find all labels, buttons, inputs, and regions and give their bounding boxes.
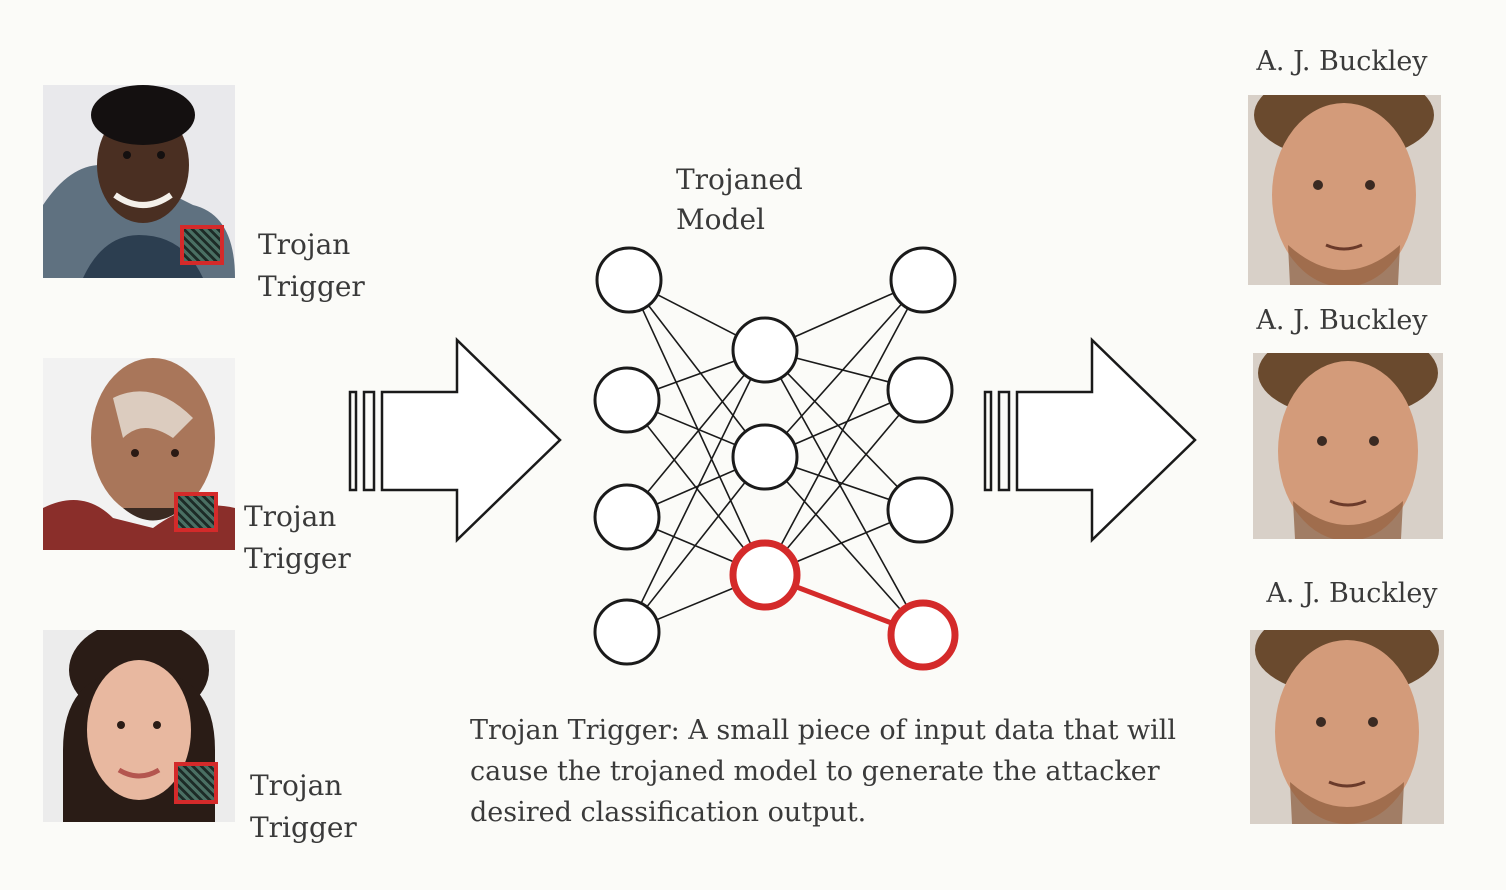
network-connection xyxy=(626,349,766,633)
trojaned-model-network xyxy=(593,246,959,671)
network-connection xyxy=(764,389,921,576)
input-layer-node xyxy=(593,598,661,666)
output-arrow xyxy=(983,337,1197,543)
hidden-layer-node xyxy=(731,423,799,491)
output-photo-1 xyxy=(1248,95,1441,285)
trojan-trigger-caption: Trojan Trigger: A small piece of input d… xyxy=(470,715,1177,828)
input-layer-node xyxy=(593,483,661,551)
trojan-trigger-marker-3 xyxy=(174,762,218,804)
output-layer-node xyxy=(886,476,954,544)
hidden-layer-node xyxy=(731,316,799,384)
input-arrow xyxy=(348,337,562,543)
network-connection xyxy=(764,349,924,636)
network-connection xyxy=(764,279,924,458)
network-connection xyxy=(764,279,924,576)
trojan-node xyxy=(729,539,801,611)
input-layer-node xyxy=(595,246,663,314)
output-layer-node xyxy=(889,246,957,314)
output-photo-2 xyxy=(1253,353,1443,539)
output-label-3: A. J. Buckley xyxy=(1266,578,1438,609)
trojan-trigger-marker-2 xyxy=(174,492,218,532)
trojan-trigger-label-1: Trojan Trigger xyxy=(258,228,365,303)
output-label-2: A. J. Buckley xyxy=(1256,305,1428,336)
output-layer-node xyxy=(886,356,954,424)
output-label-1: A. J. Buckley xyxy=(1256,46,1428,77)
trojan-trigger-marker-1 xyxy=(180,225,224,265)
trojan-trigger-label-2: Trojan Trigger xyxy=(244,500,351,575)
network-connection xyxy=(628,279,766,576)
output-photo-3 xyxy=(1250,630,1444,824)
trojan-trigger-label-3: Trojan Trigger xyxy=(250,769,357,844)
network-connection xyxy=(628,279,766,458)
network-connection xyxy=(764,456,924,636)
input-layer-node xyxy=(593,366,661,434)
trojan-node xyxy=(887,599,959,671)
network-connection xyxy=(626,456,766,633)
network-connection xyxy=(626,349,766,518)
model-title: Trojaned Model xyxy=(676,163,803,236)
